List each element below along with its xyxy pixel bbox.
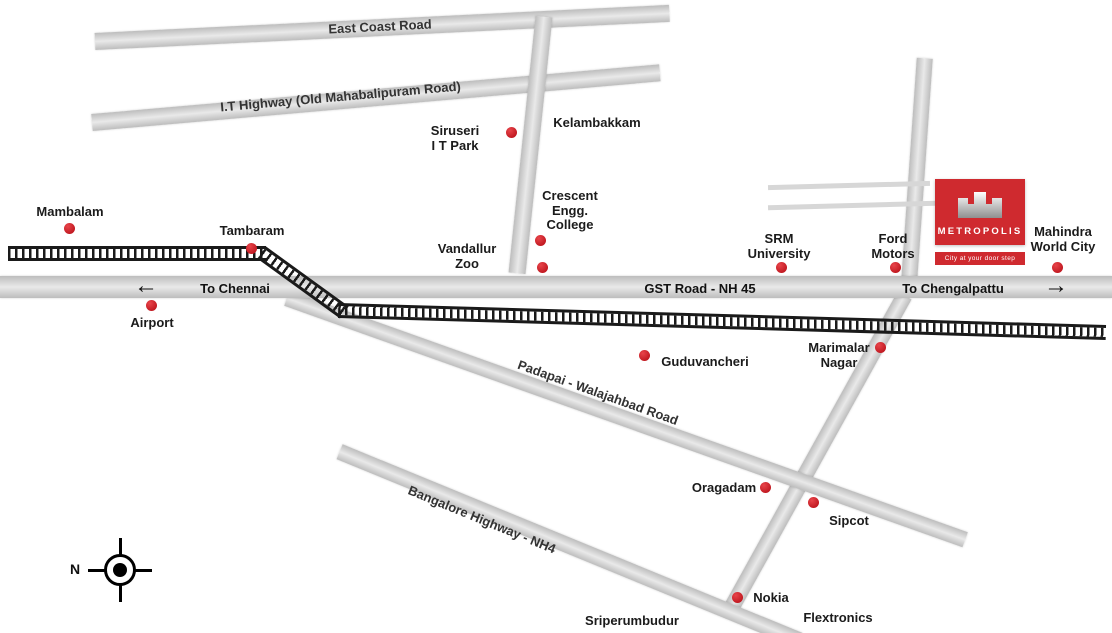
- metropolis-logo-tagline: City at your door step: [935, 252, 1025, 265]
- sriperumbudur-label: Sriperumbudur: [585, 613, 679, 628]
- sipcot-marker: [808, 497, 819, 508]
- sipcot-label: Sipcot: [829, 513, 869, 528]
- tambaram-label: Tambaram: [219, 223, 285, 238]
- vandallur-zoo-marker: [537, 262, 548, 273]
- to-chengalpattu-label: To Chengalpattu: [902, 281, 1004, 296]
- marimalar-nagar-label: Marimalar Nagar: [808, 340, 870, 370]
- gst-road-label: GST Road - NH 45: [644, 281, 756, 296]
- mahindra-world-city-marker: [1052, 262, 1063, 273]
- crescent-engg-college-marker: [535, 235, 546, 246]
- guduvancheri-label: Guduvancheri: [661, 354, 749, 369]
- tambaram-marker: [246, 243, 257, 254]
- marimalar-nagar-marker: [875, 342, 886, 353]
- railway-track-west: [8, 246, 266, 261]
- compass-outer-ring: [104, 554, 136, 586]
- bangalore-highway-label: Bangalore Highway - NH4: [405, 482, 559, 557]
- mambalam-label: Mambalam: [36, 204, 104, 219]
- left-arrow-icon: ←: [134, 272, 158, 299]
- kelambakkam-link-road: [508, 15, 553, 275]
- nokia-label: Nokia: [753, 590, 789, 605]
- mahindra-world-city-label: Mahindra World City: [1030, 224, 1096, 254]
- kelambakkam-label: Kelambakkam: [553, 115, 641, 130]
- gst-road: [0, 276, 1112, 298]
- oragadam-label: Oragadam: [691, 480, 757, 495]
- compass-center-dot: [113, 563, 127, 577]
- siruseri-it-park-marker: [506, 127, 517, 138]
- mambalam-marker: [64, 223, 75, 234]
- srm-university-label: SRM University: [747, 231, 811, 261]
- crescent-engg-college-label: Crescent Engg. College: [542, 188, 598, 233]
- metropolis-building-icon: [956, 188, 1004, 223]
- bangalore-highway-road: [336, 444, 803, 633]
- flextronics-label: Flextronics: [803, 610, 873, 625]
- to-chennai-label: To Chennai: [200, 281, 270, 296]
- oragadam-marker: [760, 482, 771, 493]
- ford-motors-label: Ford Motors: [871, 231, 915, 261]
- nokia-marker: [732, 592, 743, 603]
- railway-track-south: [337, 303, 1107, 340]
- guduvancheri-marker: [639, 350, 650, 361]
- srm-university-marker: [776, 262, 787, 273]
- airport-label: Airport: [130, 315, 174, 330]
- siruseri-it-park-label: Siruseri I T Park: [430, 123, 480, 153]
- site-approach-road-upper: [767, 180, 931, 191]
- ford-motors-marker: [890, 262, 901, 273]
- compass: N: [70, 538, 180, 602]
- airport-marker: [146, 300, 157, 311]
- metropolis-logo: METROPOLIS City at your door step: [935, 179, 1025, 265]
- vandallur-zoo-label: Vandallur Zoo: [437, 241, 497, 271]
- metropolis-logo-name: METROPOLIS: [937, 225, 1023, 237]
- right-arrow-icon: →: [1044, 272, 1068, 299]
- compass-north-label: N: [70, 561, 81, 577]
- metropolis-logo-box: METROPOLIS: [935, 179, 1025, 245]
